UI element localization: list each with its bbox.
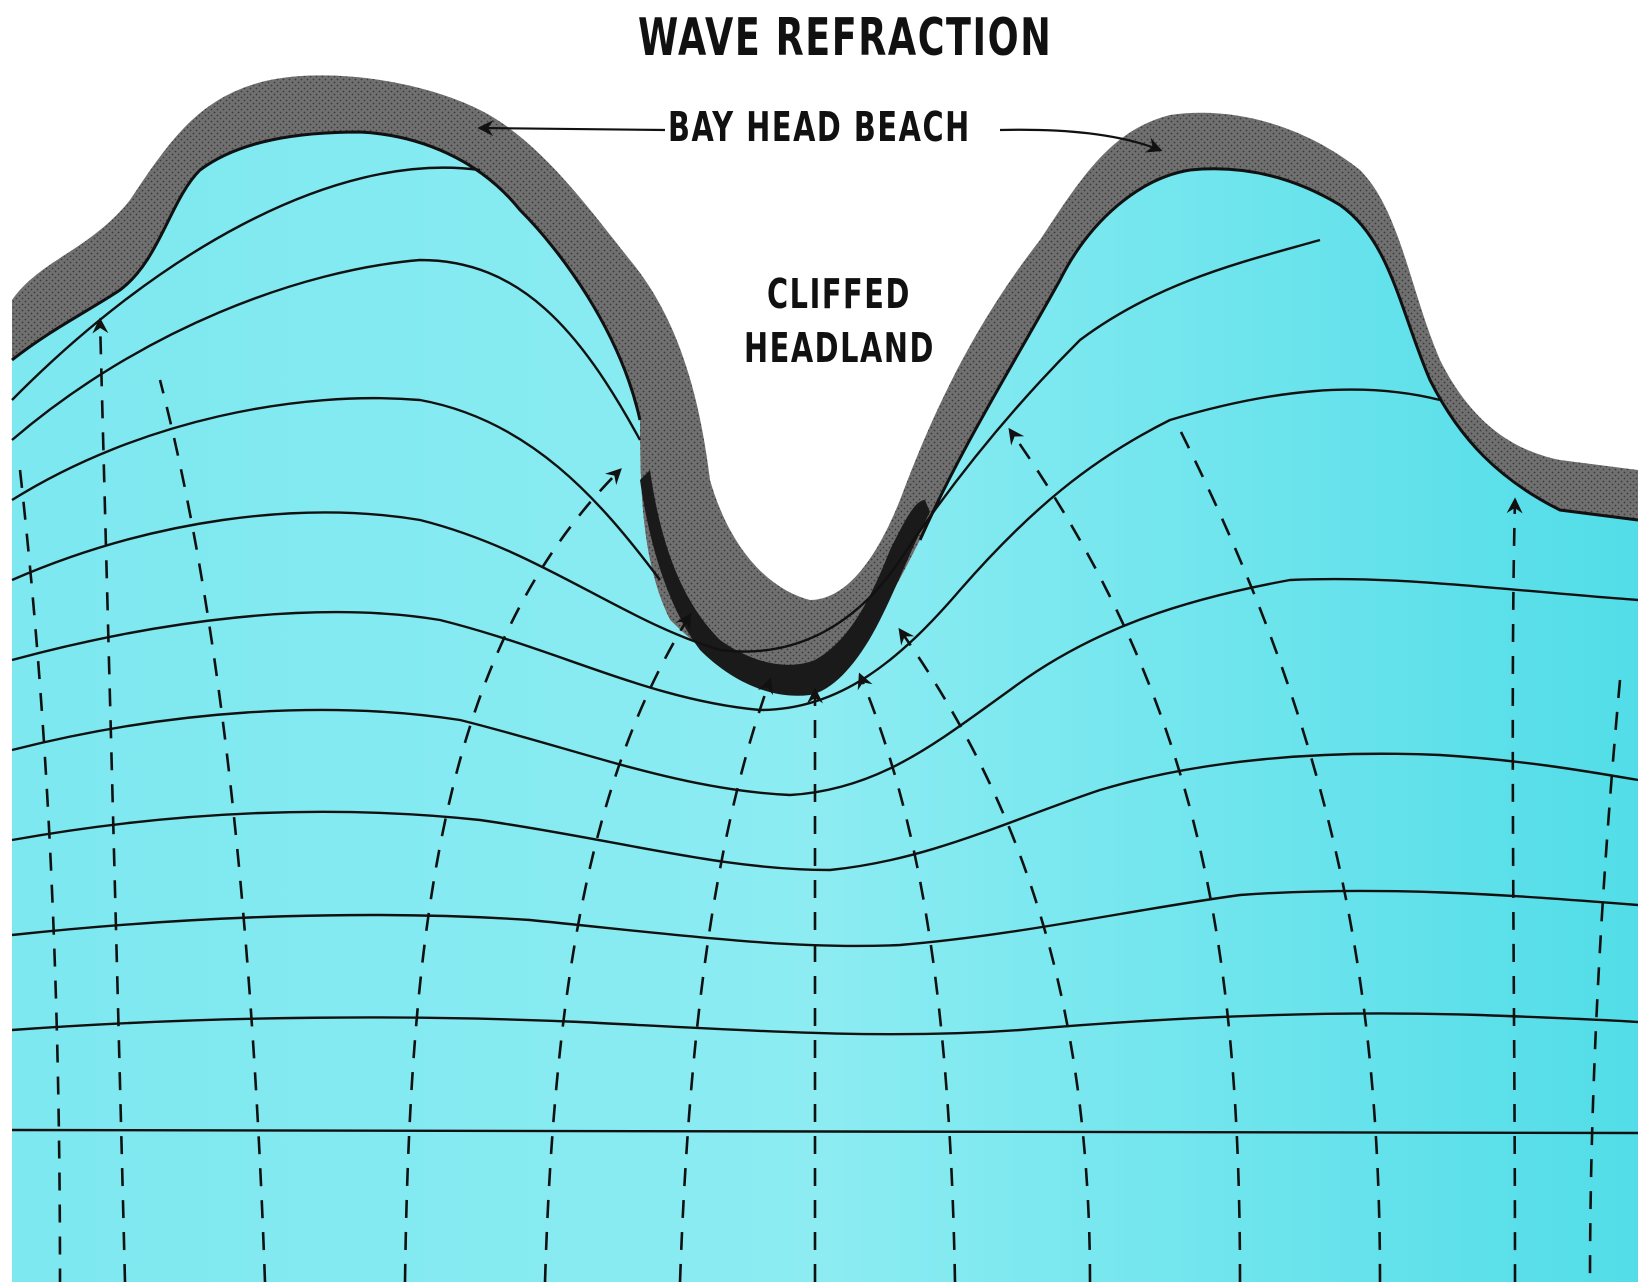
wave-crest-lines — [11, 166, 1638, 1135]
wave-crest-line — [11, 577, 1638, 797]
wave-ray-line — [543, 612, 692, 1283]
wave-ray-line — [92, 317, 127, 1283]
wave-crest-line — [11, 166, 481, 401]
beach-leader-left — [477, 120, 666, 137]
wave-crest-line — [11, 1012, 1638, 1036]
wave-ray-line — [678, 677, 774, 1283]
wave-crest-line — [11, 238, 1321, 653]
cliffed-headland-band — [640, 470, 930, 696]
beach-leader-right — [999, 128, 1163, 153]
wave-ray-line — [1506, 497, 1523, 1283]
wave-crest-line — [11, 388, 1441, 712]
wave-ray-lines — [18, 317, 1622, 1283]
diagram-title: WAVE REFRACTION — [638, 8, 1053, 68]
wave-ray-line — [1588, 679, 1622, 1283]
wave-crest-line — [11, 889, 1638, 948]
bay-shoreline-right — [918, 167, 1638, 541]
bay-shoreline-left — [11, 130, 642, 421]
wave-ray-line — [857, 672, 957, 1283]
wave-ray-line — [403, 468, 622, 1283]
water-area — [12, 132, 1638, 1282]
wave-crest-line — [11, 1128, 1638, 1135]
wave-ray-line — [18, 469, 62, 1283]
wave-ray-line — [1178, 429, 1382, 1283]
wave-crest-line — [11, 258, 642, 441]
wave-crest-line — [11, 396, 661, 581]
wave-ray-line — [1008, 427, 1242, 1283]
bay-head-beach-label: BAY HEAD BEACH — [668, 103, 971, 151]
wave-ray-line — [158, 379, 267, 1283]
cliffed-headland-label-line2: HEADLAND — [744, 324, 935, 372]
cliffed-headland-label-line1: CLIFFED — [767, 270, 911, 318]
